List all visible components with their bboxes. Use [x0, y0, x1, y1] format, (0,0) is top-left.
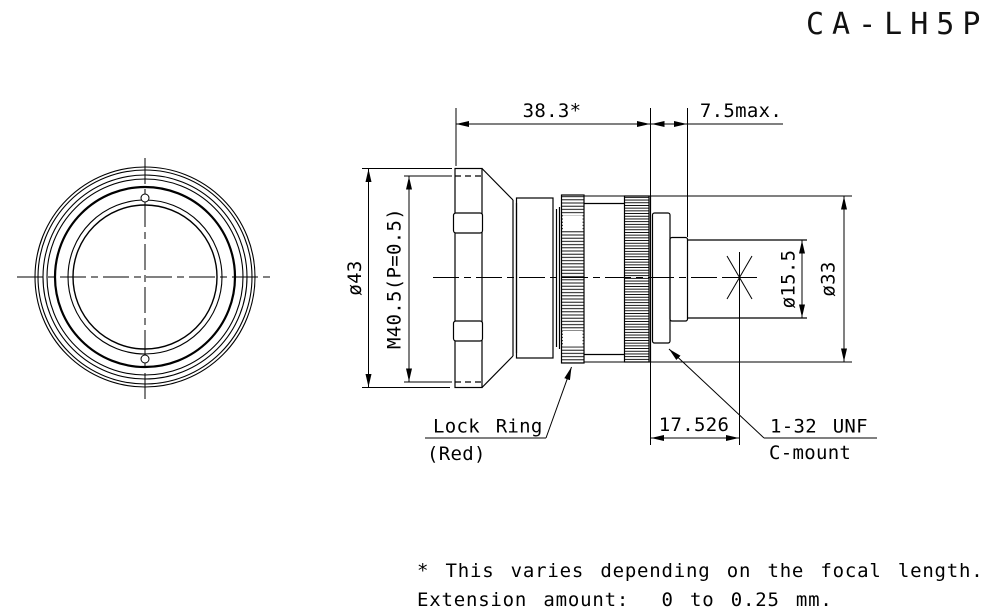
- rear-step-ring: [669, 236, 689, 322]
- label-lock-ring: Lock Ring: [433, 416, 543, 438]
- front-view-centerlines: [17, 158, 273, 400]
- lock-ring-knurled: [560, 194, 585, 364]
- dim-text-front-diameter: ø43: [344, 260, 366, 295]
- dim-text-front-length: 38.3*: [523, 100, 582, 122]
- set-screw-circle: [140, 193, 150, 203]
- front-screw-top: [140, 191, 150, 205]
- leader-lines: [425, 348, 877, 439]
- dim-text-filter-thread: M40.5(P=0.5): [384, 208, 406, 349]
- front-view: [17, 158, 273, 400]
- label-mount-type: C-mount: [769, 442, 851, 464]
- side-view: [433, 167, 852, 389]
- dim-text-mount-section-diameter: ø33: [818, 261, 840, 296]
- label-lock-ring-color: (Red): [427, 443, 486, 465]
- lock-ring-plain-band-top: [563, 215, 583, 231]
- dim-text-rear-tube-diameter: ø15.5: [778, 250, 800, 309]
- label-mount-thread: 1-32 UNF: [770, 416, 868, 438]
- front-screw-bottom: [140, 352, 150, 366]
- lock-ring-plain-band-bottom: [563, 331, 583, 347]
- mount-leader: [668, 348, 765, 439]
- footnote-line-2: Extension amount: 0 to 0.25 mm.: [417, 589, 833, 611]
- flange-groove-bottom: [452, 320, 484, 342]
- drawing-title: CA-LH5P: [806, 7, 988, 42]
- flange-groove-top: [452, 212, 484, 234]
- mount-ring-knurled: [623, 195, 650, 363]
- taper-bottom: [481, 355, 514, 388]
- dimension-lines: [362, 108, 847, 445]
- taper-top: [481, 168, 514, 201]
- lock-ring-leader: [545, 366, 572, 439]
- dim-text-flange-back: 17.526: [659, 414, 729, 436]
- dim-text-rear-protrusion: 7.5max.: [700, 100, 782, 122]
- footnote-line-1: * This varies depending on the focal len…: [417, 560, 984, 582]
- set-screw-circle: [140, 354, 150, 364]
